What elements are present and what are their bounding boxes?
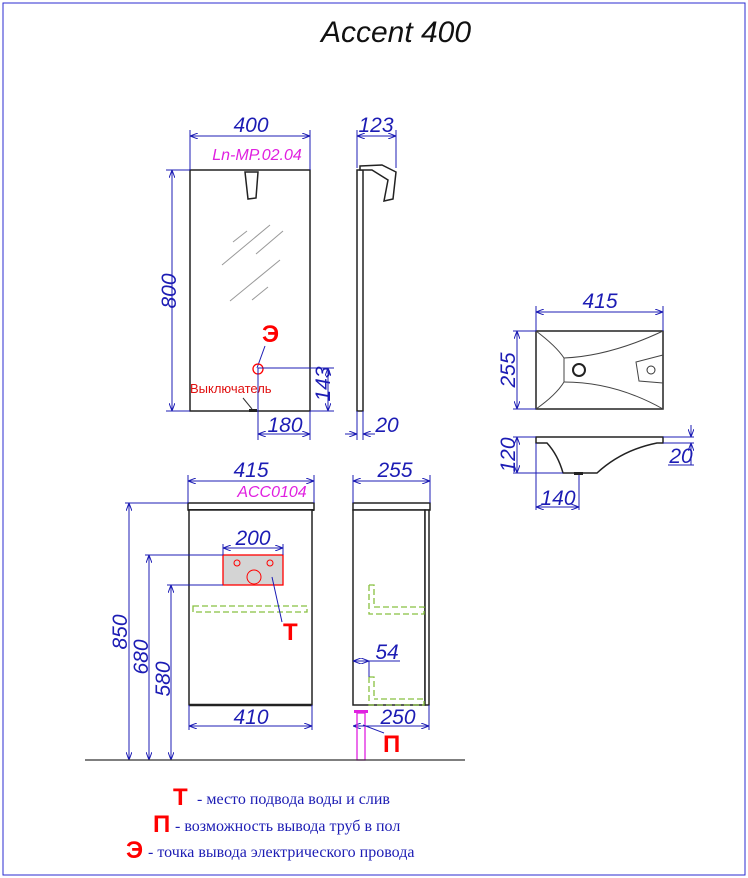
water-inlet-icon — [266, 559, 274, 567]
mirror-height-dim: 800 — [158, 273, 181, 308]
sink-drain-offset-dim: 140 — [540, 487, 575, 510]
mirror-lamp-side-icon — [359, 164, 397, 202]
floor-marker: П — [383, 731, 400, 758]
sink-drain-side-icon — [574, 472, 583, 475]
upper-shelf-hidden-line — [368, 584, 425, 615]
cabinet-body-width-dim: 410 — [233, 706, 268, 729]
cabinet-model-code: ACC0104 — [236, 484, 306, 501]
cabinet-front-view: 415 ACC0104 200 Т 850 680 580 410 — [109, 459, 315, 760]
sink-side-view: 120 20 140 — [497, 425, 694, 510]
drawing-title: Accent 400 — [319, 16, 471, 49]
lower-shelf-hidden-line — [368, 676, 425, 706]
mirror-side-view: 123 20 — [345, 114, 399, 440]
sink-drain-icon — [572, 363, 586, 377]
faucet-hole-icon — [646, 365, 656, 375]
legend: Т - место подвода воды и слив П - возмож… — [126, 784, 414, 864]
cabinet-body-depth-dim: 250 — [379, 706, 415, 729]
cabinet-top-width-dim: 415 — [233, 459, 268, 482]
drain-outlet-icon — [246, 569, 262, 585]
mirror-thickness-dim: 20 — [374, 414, 399, 437]
water-marker: Т — [283, 619, 298, 646]
legend-text-electric: - точка вывода электрического провода — [148, 844, 414, 861]
sink-height-dim: 120 — [497, 437, 520, 472]
mirror-glass-reflection-icon — [221, 224, 284, 302]
mirror-width-dim: 400 — [233, 114, 268, 137]
water-inlet-icon — [233, 559, 241, 567]
electric-marker: Э — [262, 321, 279, 348]
mirror-model-code: Ln-MP.02.04 — [212, 147, 302, 164]
switch-label: Выключатель — [190, 381, 272, 396]
legend-text-water: - место подвода воды и слив — [197, 791, 390, 808]
switch-icon — [249, 409, 257, 412]
sink-width-dim: 415 — [582, 290, 617, 313]
legend-marker-floor: П — [153, 811, 170, 838]
mirror-lamp-icon — [244, 171, 259, 200]
niche-width-dim: 200 — [234, 527, 270, 550]
legend-text-floor: - возможность вывода труб в пол — [175, 818, 400, 835]
cabinet-side-view: 255 54 250 П — [352, 459, 431, 761]
shelf-offset-dim: 54 — [375, 641, 398, 664]
mirror-panel — [189, 169, 311, 412]
legend-marker-water: Т — [173, 784, 188, 811]
cabinet-height-dim: 850 — [109, 614, 132, 649]
floor-pipe-icon — [356, 712, 366, 761]
legend-marker-electric: Э — [126, 837, 143, 864]
sink-rim-dim: 20 — [668, 445, 693, 468]
shelf-hidden-line — [192, 605, 308, 613]
cabinet-top-depth-dim: 255 — [376, 459, 412, 482]
socket-offset-dim: 180 — [267, 414, 302, 437]
niche-bottom-dim: 580 — [152, 661, 175, 696]
socket-height-dim: 143 — [312, 366, 335, 401]
sink-top-view: 415 255 — [497, 290, 664, 410]
floor-pipe-flange — [354, 710, 368, 713]
niche-top-dim: 680 — [130, 639, 153, 674]
sink-depth-dim: 255 — [497, 352, 520, 388]
mirror-front-view: 400 Ln-MP.02.04 800 Э 143 Выключатель 18… — [158, 114, 335, 440]
mirror-depth-dim: 123 — [358, 114, 393, 137]
